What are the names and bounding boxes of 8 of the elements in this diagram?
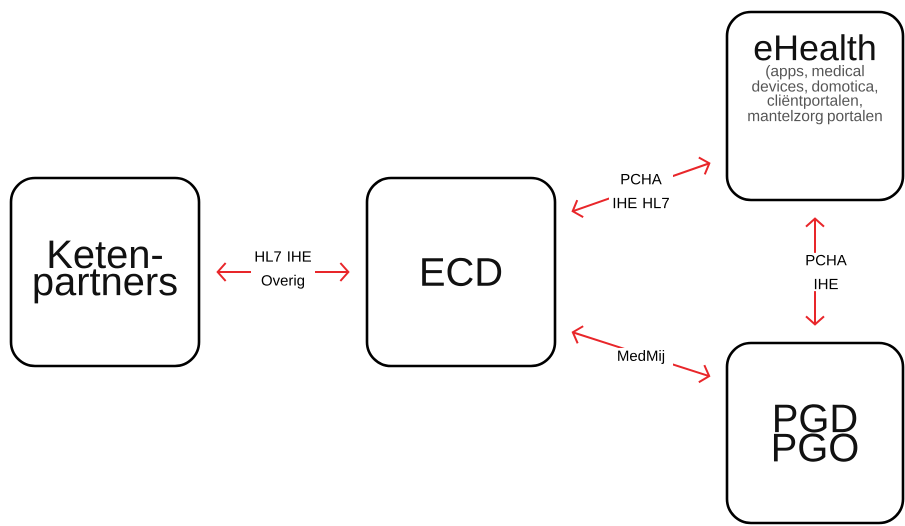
edge-label: MedMij [609, 348, 673, 366]
rounded-box: ECD [366, 176, 556, 368]
edge-label: PCHA IHE [794, 252, 858, 292]
rounded-box: PGD PGO [726, 342, 904, 524]
edge-label: HL7 IHE Overig [251, 249, 315, 291]
rounded-box: eHealth (apps, medical devices, domotica, cliëntportalen, mantelzorg portalen [726, 10, 904, 202]
edge-label: PCHA IHE HL7 [609, 172, 673, 210]
rounded-box: Keten-partners [10, 176, 200, 368]
